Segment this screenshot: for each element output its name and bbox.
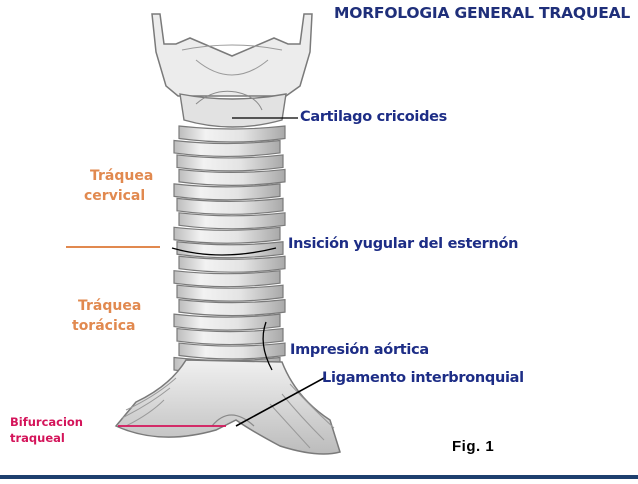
cartilage-ring xyxy=(173,139,281,158)
cartilage-ring xyxy=(178,342,286,360)
cartilage-ring xyxy=(176,284,284,302)
cartilage-ring xyxy=(178,125,286,143)
larynx xyxy=(151,13,313,128)
label-traquea-toracica-line1: Tráquea xyxy=(78,298,142,314)
pointer-lines xyxy=(66,117,325,427)
label-impresion-aortica: Impresión aórtica xyxy=(290,342,429,358)
cartilage-ring xyxy=(173,226,281,244)
cartilage-ring xyxy=(173,313,281,331)
bronchi xyxy=(114,359,341,455)
bottom-bar xyxy=(0,475,638,479)
label-ligamento-interbronquial: Ligamento interbronquial xyxy=(322,370,524,386)
cartilage-ring xyxy=(173,270,281,288)
label-traquea-cervical: Tráquea cervical xyxy=(84,166,153,206)
label-bifurcacion-line1: Bifurcacion xyxy=(10,415,83,429)
cartilage-ring xyxy=(178,168,286,186)
cartilage-ring xyxy=(173,183,281,201)
cartilage-ring xyxy=(178,255,286,273)
label-traquea-cervical-line2: cervical xyxy=(84,188,146,204)
label-bifurcacion-line2: traqueal xyxy=(10,431,65,445)
diagram-title: MORFOLOGIA GENERAL TRAQUEAL xyxy=(334,4,631,22)
label-traquea-toracica: Tráquea torácica xyxy=(72,296,141,336)
cartilage-ring xyxy=(178,212,286,230)
cartilage-ring xyxy=(176,154,284,172)
label-insicion-yugular: Insición yugular del esternón xyxy=(288,236,519,252)
label-cartilago-cricoides: Cartilago cricoides xyxy=(300,109,448,125)
label-traquea-toracica-line2: torácica xyxy=(72,318,136,334)
label-bifurcacion-traqueal: Bifurcacion traqueal xyxy=(10,414,83,446)
label-traquea-cervical-line1: Tráquea xyxy=(90,168,154,184)
cartilage-ring xyxy=(178,298,286,317)
cartilage-ring xyxy=(176,327,284,346)
cartilage-ring xyxy=(176,197,284,215)
figure-caption: Fig. 1 xyxy=(452,438,495,455)
